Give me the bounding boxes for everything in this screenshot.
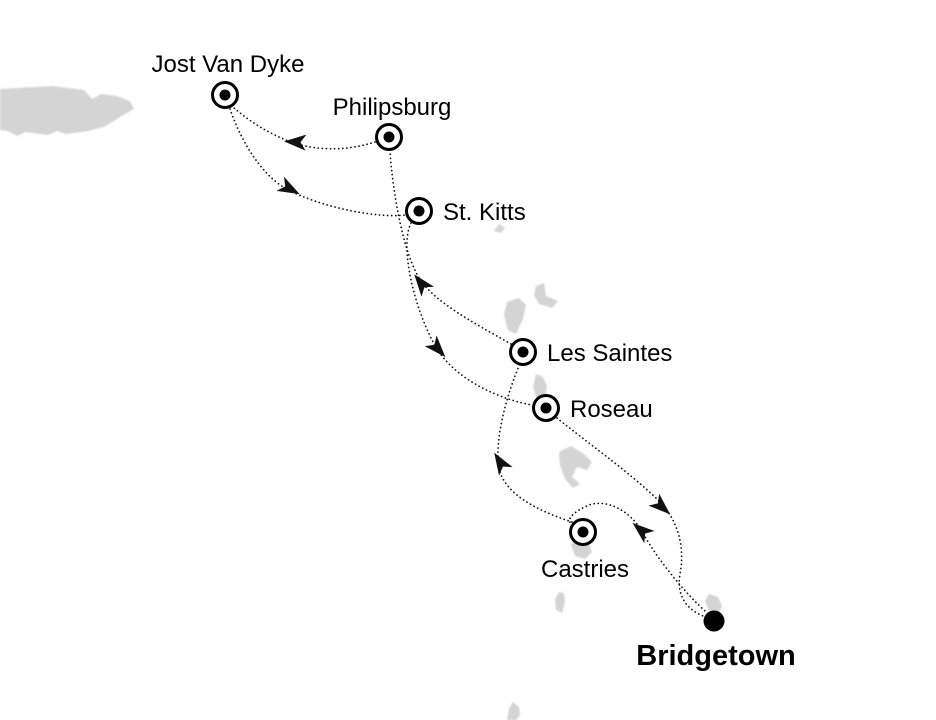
route-arrow-icon-5 <box>424 335 446 358</box>
route-path-6 <box>556 417 710 619</box>
port-marker-dot-philipsburg <box>383 131 395 143</box>
port-label-castries: Castries <box>541 556 629 583</box>
route-arrow-icon-1 <box>494 452 513 476</box>
port-label-philipsburg: Philipsburg <box>333 94 452 121</box>
port-bridgetown: Bridgetown <box>636 610 796 672</box>
port-marker-dot-roseau <box>540 402 552 414</box>
island-dominica <box>533 374 547 400</box>
island-grande-terre <box>534 283 558 308</box>
port-marker-dot-les-saintes <box>517 346 529 358</box>
port-label-roseau: Roseau <box>570 396 653 423</box>
port-marker-dot-st-kitts <box>413 205 425 217</box>
island-st-vincent <box>555 592 565 613</box>
island-left-large <box>0 86 134 136</box>
port-les-saintes: Les Saintes <box>509 338 672 367</box>
port-label-les-saintes: Les Saintes <box>547 340 672 367</box>
port-st-kitts: St. Kitts <box>405 197 526 226</box>
route-arrows-layer <box>276 134 671 544</box>
route-arrow-icon-2 <box>414 274 435 297</box>
port-label-bridgetown: Bridgetown <box>636 640 796 672</box>
port-marker-dot-jost-van-dyke <box>219 89 231 101</box>
port-castries: Castries <box>541 518 629 583</box>
port-roseau: Roseau <box>532 394 653 423</box>
route-path-4 <box>229 108 406 217</box>
route-path-2 <box>389 151 512 345</box>
islands-layer <box>0 86 722 720</box>
route-path-0 <box>568 502 712 617</box>
island-basse-terre <box>504 298 526 334</box>
port-philipsburg: Philipsburg <box>333 94 452 151</box>
port-marker-dot-castries <box>577 526 589 538</box>
island-grenada <box>507 702 520 720</box>
route-arrow-icon-4 <box>276 176 300 195</box>
island-martinique <box>559 446 592 488</box>
port-label-st-kitts: St. Kitts <box>443 199 526 226</box>
route-arrow-icon-0 <box>632 522 655 544</box>
island-barbados <box>705 594 722 613</box>
route-arrow-icon-3 <box>284 134 307 151</box>
port-marker-dot-bridgetown <box>703 610 725 632</box>
port-label-jost-van-dyke: Jost Van Dyke <box>152 51 305 78</box>
route-arrow-icon-6 <box>648 493 671 515</box>
port-jost-van-dyke: Jost Van Dyke <box>152 51 305 109</box>
island-small-stkitts <box>494 224 505 233</box>
